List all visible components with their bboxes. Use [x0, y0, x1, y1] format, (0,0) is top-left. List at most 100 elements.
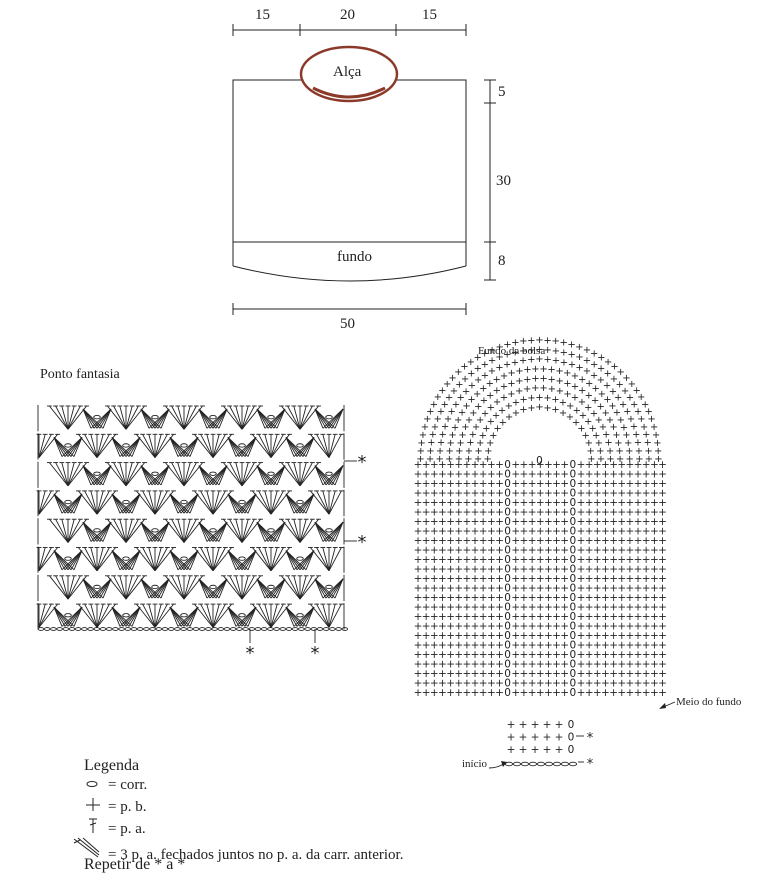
single-crochet-stitch: +: [462, 488, 471, 500]
round-stitch: +: [644, 446, 652, 457]
single-crochet-stitch: +: [528, 678, 537, 690]
row-start-stitch: 0: [570, 687, 577, 699]
round-stitch: +: [523, 374, 531, 385]
single-crochet-stitch: +: [479, 592, 488, 604]
fan-stitch: [183, 518, 197, 543]
single-crochet-stitch: +: [511, 630, 520, 642]
chain-stitch: [552, 761, 562, 767]
fan-stitch: [200, 434, 214, 458]
cluster-stitch: [285, 550, 307, 571]
single-crochet-stitch: +: [593, 526, 602, 538]
single-crochet-stitch: +: [414, 564, 423, 576]
round-stitch: +: [614, 393, 622, 404]
chain-stitch: [68, 627, 76, 631]
single-crochet-stitch: +: [585, 564, 594, 576]
single-crochet-stitch: +: [552, 630, 561, 642]
single-crochet-stitch: +: [479, 630, 488, 642]
top-dim-middle: 20: [340, 7, 355, 23]
single-crochet-stitch: +: [462, 621, 471, 633]
single-crochet-stitch: +: [552, 640, 561, 652]
single-crochet-stitch: +: [495, 526, 504, 538]
cluster-stitch: [82, 465, 104, 486]
cluster-stitch: [160, 578, 170, 599]
single-crochet-stitch: +: [601, 592, 610, 604]
fan-stitch: [212, 547, 220, 571]
fan-stitch: [183, 575, 197, 600]
fan-stitch: [154, 547, 162, 571]
chain-stitch: [64, 499, 72, 505]
chain-stitch: [325, 528, 333, 533]
single-crochet-stitch: +: [536, 659, 545, 671]
single-crochet-stitch: +: [634, 611, 643, 623]
cluster-stitch: [160, 522, 170, 542]
single-crochet-stitch: +: [446, 678, 455, 690]
fan-stitch: [107, 575, 127, 600]
single-crochet-stitch: +: [658, 678, 667, 690]
single-crochet-stitch: +: [479, 659, 488, 671]
round-stitch: +: [598, 389, 606, 400]
single-crochet-stitch: +: [446, 583, 455, 595]
round-stitch: +: [473, 389, 481, 400]
round-stitch: +: [460, 362, 468, 373]
fan-stitch: [299, 575, 307, 600]
fan-stitch: [310, 547, 330, 572]
round-stitch: +: [606, 415, 614, 426]
round-stitch: +: [458, 408, 466, 419]
single-crochet-stitch: +: [585, 668, 594, 680]
single-crochet-stitch: +: [650, 478, 659, 490]
single-crochet-stitch: +: [609, 507, 618, 519]
round-stitch: +: [500, 393, 508, 404]
single-crochet-stitch: +: [430, 478, 439, 490]
round-stitch: +: [493, 386, 501, 397]
fan-stitch: [84, 547, 98, 572]
fan-stitch: [241, 575, 255, 600]
round-stitch: +: [472, 422, 480, 433]
single-crochet-stitch: +: [430, 516, 439, 528]
round-stitch: +: [566, 401, 574, 412]
single-crochet-stitch: +: [536, 545, 545, 557]
chain-stitch: [122, 443, 130, 448]
single-crochet-stitch: +: [642, 459, 651, 471]
single-crochet-stitch: +: [601, 611, 610, 623]
cluster-stitch: [140, 408, 162, 429]
fan-stitch: [171, 518, 185, 543]
single-crochet-stitch: +: [414, 687, 423, 699]
single-crochet-stitch: +: [487, 507, 496, 519]
single-crochet-stitch: +: [520, 564, 529, 576]
round-stitch: +: [535, 402, 543, 413]
single-crochet-stitch: +: [520, 649, 529, 661]
fan-stitch: [125, 518, 139, 543]
single-crochet-stitch: +: [528, 507, 537, 519]
row-start-stitch: 0: [570, 526, 577, 538]
row-start-stitch: 0: [504, 611, 511, 623]
fan-stitch: [38, 547, 46, 571]
single-crochet-stitch: +: [454, 516, 463, 528]
single-crochet-stitch: +: [650, 497, 659, 509]
round-stitch: +: [445, 454, 453, 465]
single-crochet-stitch: +: [528, 573, 537, 585]
single-crochet-stitch: +: [511, 621, 520, 633]
cluster-stitch: [160, 408, 170, 429]
single-crochet-stitch: +: [625, 564, 634, 576]
round-stitch: +: [479, 431, 487, 442]
single-crochet-stitch: +: [528, 668, 537, 680]
round-stitch: +: [515, 366, 523, 377]
cluster-stitch: [160, 465, 170, 486]
single-crochet-stitch: +: [446, 668, 455, 680]
fan-stitch: [67, 575, 75, 600]
single-crochet-stitch: +: [414, 469, 423, 481]
single-crochet-stitch: +: [528, 545, 537, 557]
round-stitch: +: [523, 365, 531, 376]
single-crochet-stitch: +: [544, 630, 553, 642]
single-crochet-stitch: +: [642, 602, 651, 614]
cluster-stitch: [99, 408, 112, 429]
single-crochet-stitch: +: [601, 687, 610, 699]
single-crochet-stitch: +: [462, 649, 471, 661]
row-start-stitch: 0: [504, 573, 511, 585]
round-stitch: +: [563, 378, 571, 389]
single-crochet-stitch: +: [625, 507, 634, 519]
single-crochet-stitch: +: [601, 583, 610, 595]
round-stitch: +: [597, 352, 605, 363]
single-crochet-stitch: +: [593, 668, 602, 680]
fan-stitch: [287, 405, 301, 430]
